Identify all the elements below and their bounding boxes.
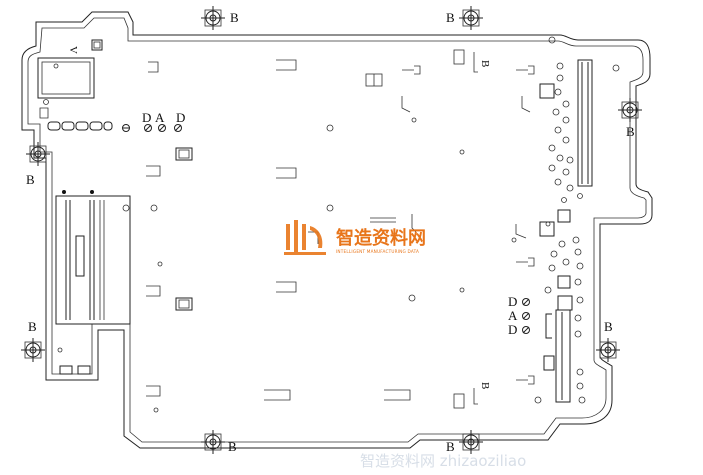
mount-hole-bottom-center — [459, 430, 483, 454]
marker-group-lower: D A D — [508, 294, 530, 337]
right-hole-field — [534, 36, 620, 404]
right-connector-strip — [539, 59, 593, 403]
upper-left-tab — [39, 107, 49, 119]
mount-label-right-lower: B — [604, 319, 613, 334]
watermark-chinese: 智造资料网 — [336, 227, 426, 249]
mount-hole-top-center — [459, 6, 483, 30]
mount-label-left-upper: B — [26, 172, 35, 187]
mount-hole-right-lower — [596, 338, 620, 362]
mount-label-inner-top: B — [479, 60, 491, 67]
mount-label-left-lower: B — [28, 319, 37, 334]
svg-text:D: D — [508, 294, 517, 309]
svg-text:A: A — [508, 308, 518, 323]
watermark-english: INTELLIGENT MANUFACTURING DATA — [336, 249, 419, 254]
marker-group-upper: D A D — [122, 110, 185, 132]
svg-text:D: D — [176, 110, 185, 125]
watermark-logo: 智造资料网 INTELLIGENT MANUFACTURING DATA — [284, 220, 426, 255]
mount-label-right-upper: B — [626, 124, 635, 139]
svg-text:A: A — [155, 110, 165, 125]
upper-left-pocket — [37, 57, 95, 99]
mount-label-bottom-left: B — [228, 439, 237, 454]
watermark-footer: 智造资料网 zhizaoziliao — [360, 452, 526, 470]
mount-label-bottom-center: B — [446, 439, 455, 454]
mount-label-top-center: B — [446, 10, 455, 25]
slot-features — [146, 49, 535, 409]
mount-hole-right-upper — [618, 98, 642, 122]
small-hole — [43, 99, 49, 105]
svg-text:D: D — [508, 322, 517, 337]
slot-chain — [47, 121, 113, 131]
mount-label-top-left: B — [230, 10, 239, 25]
plate-outline — [21, 11, 653, 449]
svg-text:D: D — [142, 110, 151, 125]
upper-left-pocket-inner — [41, 61, 91, 95]
side-marker: V — [67, 46, 79, 54]
through-holes — [150, 117, 517, 413]
mount-hole-left-upper — [26, 142, 50, 166]
small-connector-inner — [93, 41, 101, 49]
left-rail-assembly — [55, 190, 131, 375]
mount-hole-top-left — [201, 6, 225, 30]
mount-hole-left-lower — [21, 338, 45, 362]
square-pads — [175, 147, 193, 311]
small-connector — [91, 39, 103, 51]
small-hole — [53, 63, 59, 69]
mount-label-inner-bottom: B — [479, 382, 491, 389]
mount-hole-bottom-left — [201, 430, 225, 454]
logo-mark — [284, 220, 326, 255]
